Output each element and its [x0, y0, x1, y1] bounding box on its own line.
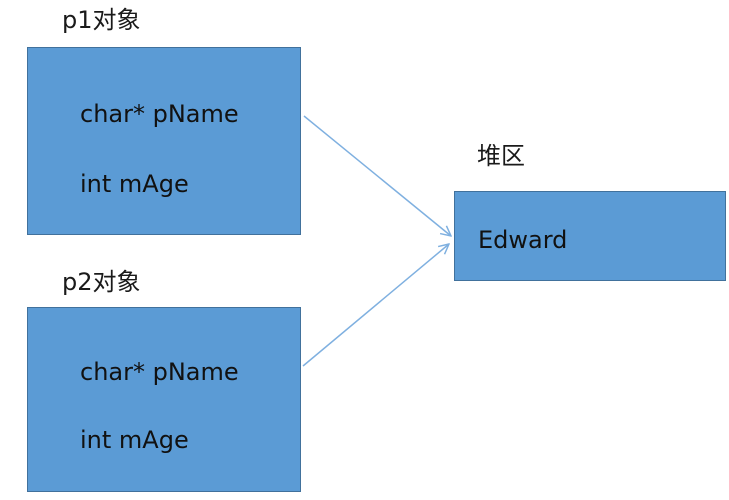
p1-pname-field: char* pName — [80, 100, 239, 128]
heap-box: Edward — [454, 191, 726, 281]
heap-title: 堆区 — [477, 142, 525, 170]
p2-object-box: char* pName int mAge — [27, 307, 301, 492]
heap-value: Edward — [478, 226, 568, 254]
p1-to-heap-arrow — [303, 115, 451, 236]
p2-pname-field: char* pName — [80, 358, 239, 386]
p1-object-title: p1对象 — [62, 6, 141, 34]
p1-mage-field: int mAge — [80, 170, 189, 198]
p2-mage-field: int mAge — [80, 426, 189, 454]
p2-object-title: p2对象 — [62, 268, 141, 296]
p1-object-box: char* pName int mAge — [27, 47, 301, 235]
p2-to-heap-arrow — [302, 244, 449, 367]
